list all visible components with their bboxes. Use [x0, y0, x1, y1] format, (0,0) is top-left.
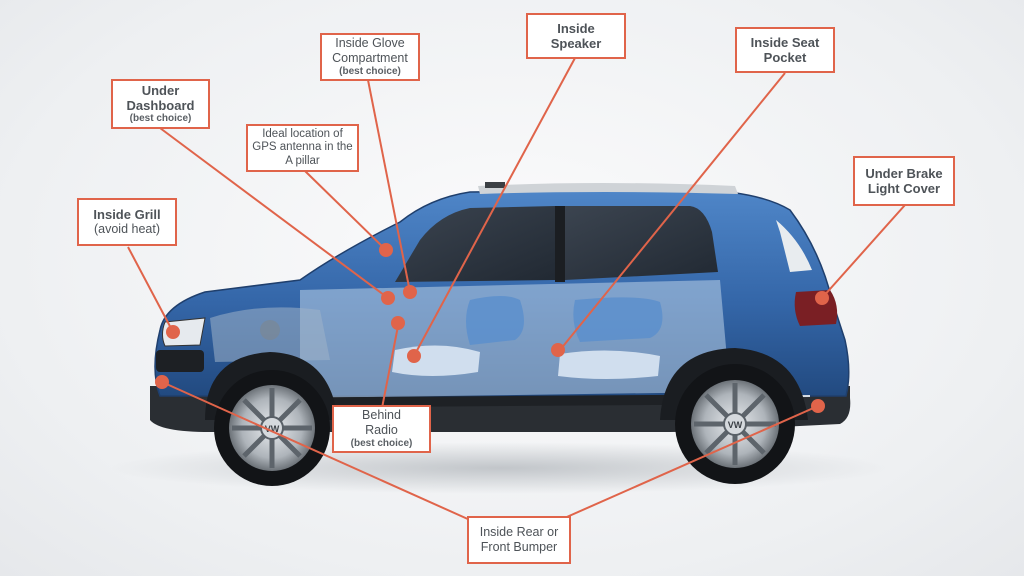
callout-inside-seat-pocket-line1: Inside Seat	[750, 34, 820, 50]
line-inside-seat-pocket	[559, 72, 786, 351]
rear-wheel-logo: VW	[728, 420, 743, 430]
dot-inside-grill	[166, 325, 180, 339]
location-dots	[155, 243, 829, 413]
dot-under-dashboard	[381, 291, 395, 305]
callout-gps-antenna: Ideal location of GPS antenna in the A p…	[246, 124, 359, 172]
callout-bumper: Inside Rear or Front Bumper	[467, 516, 571, 564]
callout-inside-glove: Inside Glove Compartment (best choice)	[320, 33, 420, 81]
front-wheel-logo: VW	[265, 424, 280, 434]
callout-inside-speaker-line2: Speaker	[550, 36, 602, 51]
line-inside-grill	[127, 246, 174, 333]
dot-inside-speaker	[407, 349, 421, 363]
callout-under-brake-light-line1: Under Brake	[865, 165, 943, 181]
leader-lines	[127, 57, 906, 521]
line-bumper-rear	[559, 405, 819, 521]
callout-behind-radio-note: (best choice)	[350, 437, 413, 449]
line-under-dashboard	[159, 127, 389, 299]
dot-bumper-rear	[811, 399, 825, 413]
callout-inside-seat-pocket-line2: Pocket	[763, 50, 807, 65]
callout-bumper-line1: Inside Rear or	[479, 525, 559, 540]
callout-behind-radio-line2: Radio	[365, 423, 398, 438]
line-gps-antenna	[304, 170, 387, 251]
line-behind-radio	[381, 325, 399, 409]
line-under-brake-light	[821, 204, 906, 299]
dot-gps-antenna	[379, 243, 393, 257]
rear-wheel: VW	[675, 364, 795, 484]
callout-under-brake-light: Under Brake Light Cover	[853, 156, 955, 206]
callout-under-brake-light-line2: Light Cover	[867, 181, 941, 196]
callout-inside-grill-note: (avoid heat)	[93, 222, 160, 237]
callout-inside-grill: Inside Grill (avoid heat)	[77, 198, 177, 246]
line-inside-speaker	[413, 57, 576, 357]
dot-inside-seat-pocket	[551, 343, 565, 357]
callout-behind-radio: Behind Radio (best choice)	[332, 405, 431, 453]
dot-behind-radio	[391, 316, 405, 330]
callout-inside-speaker: Inside Speaker	[526, 13, 626, 59]
car-body	[150, 182, 851, 432]
callout-inside-glove-line2: Compartment	[332, 51, 408, 66]
callout-inside-speaker-line1: Inside	[557, 20, 595, 36]
front-wheel: VW	[214, 370, 330, 486]
dot-bumper-front	[155, 375, 169, 389]
dot-under-brake-light	[815, 291, 829, 305]
line-inside-glove	[367, 79, 411, 293]
callout-under-dashboard-note: (best choice)	[129, 113, 192, 125]
callout-inside-grill-line1: Inside Grill	[93, 206, 161, 222]
callout-gps-antenna-line1: Ideal location of	[262, 127, 343, 140]
callout-inside-glove-line1: Inside Glove	[335, 36, 405, 51]
callout-gps-antenna-line3: A pillar	[285, 154, 320, 167]
callout-under-dashboard-line1: Under	[141, 82, 180, 98]
callout-under-dashboard-line2: Dashboard	[126, 98, 195, 114]
callout-behind-radio-line1: Behind	[362, 408, 401, 423]
callout-bumper-line2: Front Bumper	[480, 540, 558, 554]
callout-inside-seat-pocket: Inside Seat Pocket	[735, 27, 835, 73]
dot-inside-glove	[403, 285, 417, 299]
callout-under-dashboard: Under Dashboard (best choice)	[111, 79, 210, 129]
callout-gps-antenna-line2: GPS antenna in the	[252, 141, 353, 154]
line-bumper-front	[161, 381, 471, 521]
callout-inside-glove-note: (best choice)	[339, 65, 401, 77]
